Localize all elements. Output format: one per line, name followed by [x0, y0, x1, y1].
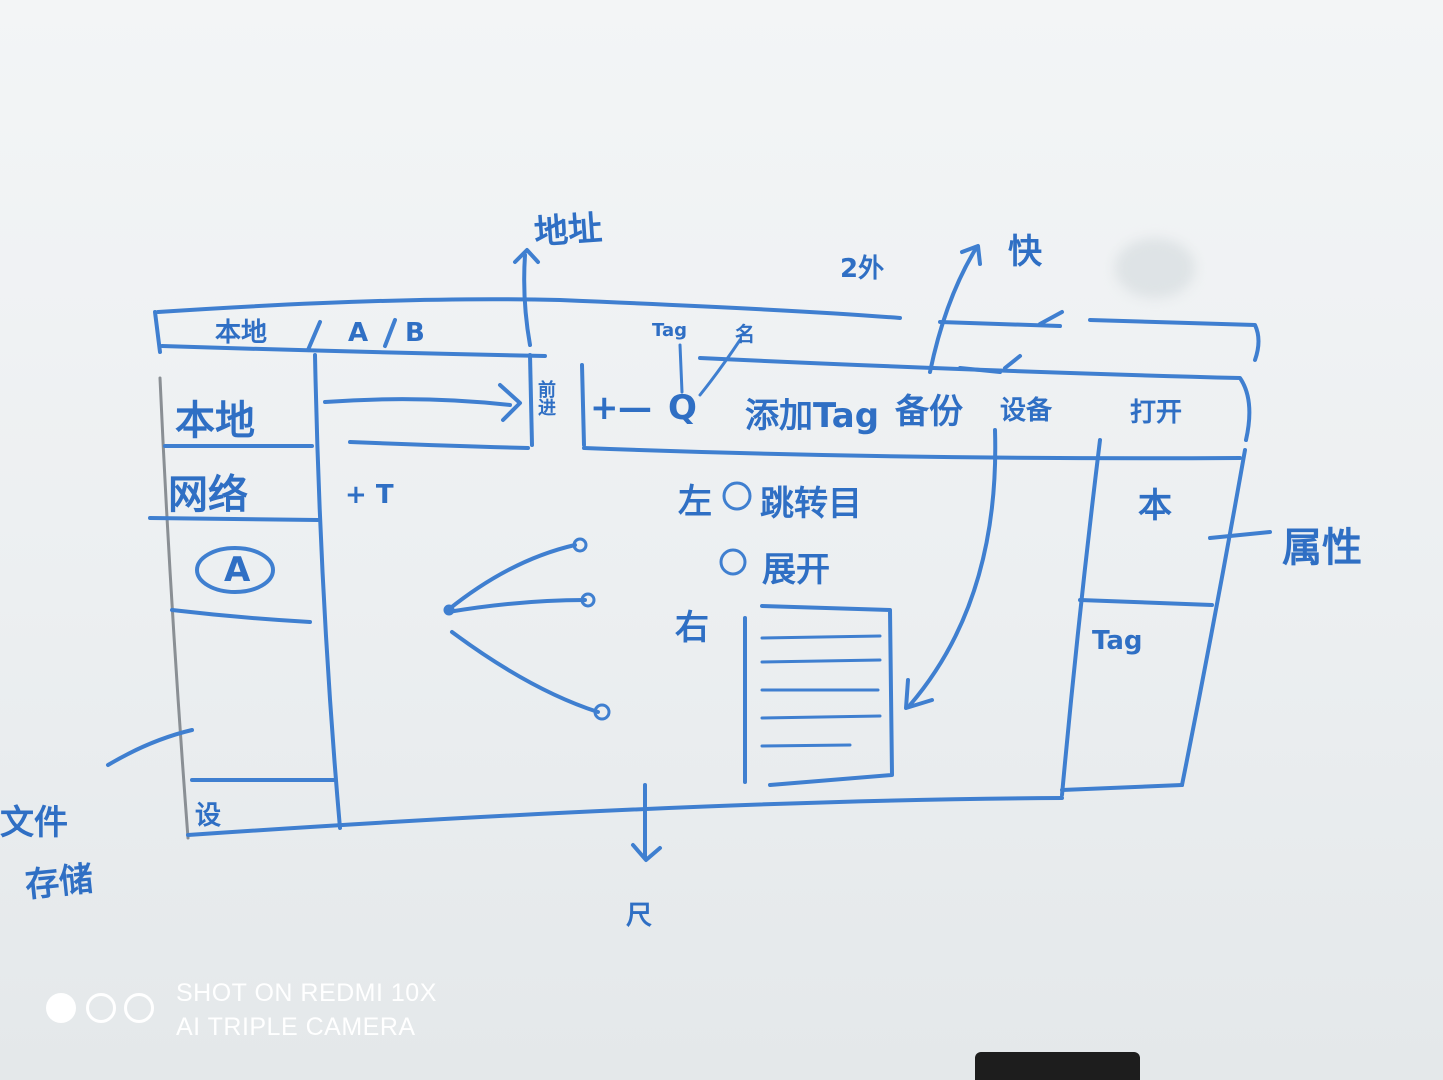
name-note: 名 — [735, 322, 755, 346]
tab-local[interactable]: 本地 — [215, 318, 268, 348]
right-label: 右 — [675, 608, 709, 648]
whiteboard-eraser — [975, 1052, 1140, 1080]
add-button[interactable]: + — [590, 388, 619, 428]
sidebar-item-local[interactable]: 本地 — [175, 398, 255, 444]
sidebar-footer-settings[interactable]: 设 — [195, 801, 222, 831]
watermark-dot-icon — [46, 993, 76, 1023]
nav-button[interactable]: 前进 — [538, 380, 556, 419]
storage-note: 存储 — [23, 858, 96, 906]
watermark-ring-icon — [86, 993, 116, 1023]
remove-button[interactable]: — — [618, 388, 652, 428]
file-list-button[interactable]: 设备 — [1000, 396, 1053, 426]
backup-button[interactable]: 备份 — [895, 392, 963, 432]
open-button[interactable]: 打开 — [1130, 398, 1183, 428]
file-note: 文件 — [0, 803, 68, 843]
fast-note: 快 — [1008, 232, 1042, 272]
address-note: 地址 — [532, 208, 604, 253]
properties-tag-label: Tag — [1092, 626, 1143, 656]
expand-label: 展开 — [762, 550, 830, 590]
board-smudge — [1115, 238, 1195, 298]
properties-top-label: 本 — [1138, 486, 1172, 526]
tab-a[interactable]: A — [348, 318, 369, 348]
tag-note: Tag — [652, 320, 687, 341]
network-hint: + T — [345, 480, 394, 510]
watermark-line-1: SHOT ON REDMI 10X — [176, 979, 437, 1007]
sidebar-item-a[interactable]: A — [224, 550, 251, 590]
camera-watermark: SHOT ON REDMI 10X AI TRIPLE CAMERA — [176, 977, 437, 1045]
sidebar-item-network[interactable]: 网络 — [168, 472, 248, 518]
search-icon[interactable]: Q — [668, 388, 697, 428]
left-label: 左 — [678, 482, 712, 522]
bottom-note: 尺 — [626, 901, 653, 931]
jump-directory-label: 跳转目 — [760, 484, 862, 524]
add-tag-button[interactable]: 添加Tag — [745, 396, 880, 436]
watermark-line-2: AI TRIPLE CAMERA — [176, 1012, 416, 1041]
zoom-note: 2外 — [840, 254, 885, 284]
tab-b[interactable]: B — [405, 318, 425, 348]
properties-note: 属性 — [1282, 525, 1362, 571]
watermark-ring-icon — [124, 993, 154, 1023]
